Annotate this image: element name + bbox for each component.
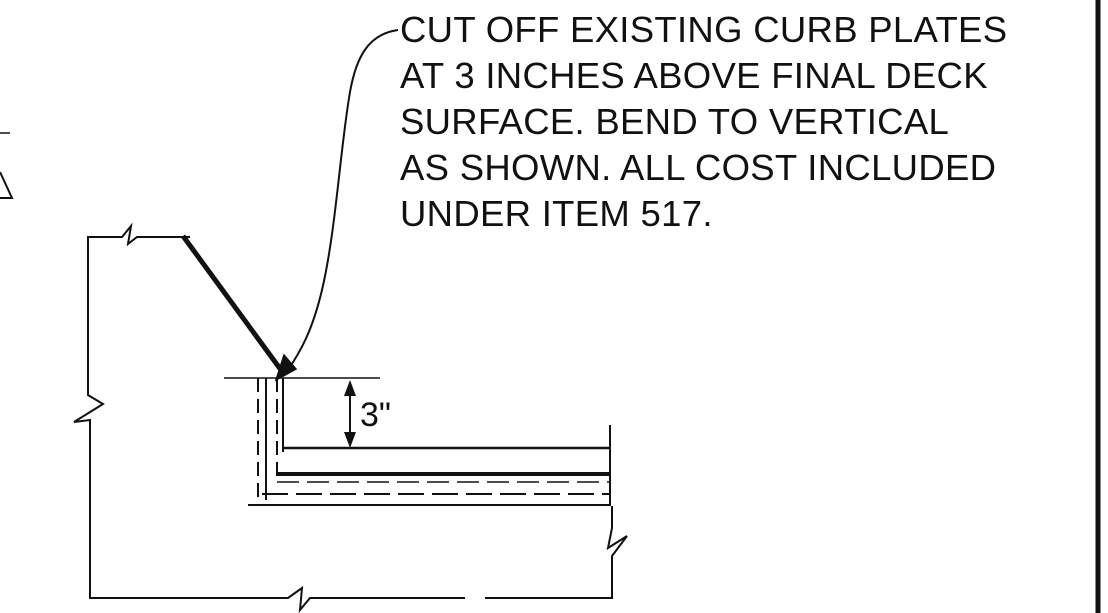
sloped-curb-plate xyxy=(180,234,284,372)
curb-break-left xyxy=(73,380,465,613)
note-line-2: AT 3 INCHES ABOVE FINAL DECK xyxy=(400,55,988,96)
curb-outline-top xyxy=(87,222,190,380)
note-line-1: CUT OFF EXISTING CURB PLATES xyxy=(400,9,1007,50)
section-marker-fragment xyxy=(0,171,14,199)
note-line-5: UNDER ITEM 517. xyxy=(400,193,713,234)
dimension-arrow-top xyxy=(344,380,356,396)
curb-outline-bottom-right xyxy=(485,506,628,599)
dimension-label: 3" xyxy=(360,396,391,434)
note-line-3: SURFACE. BEND TO VERTICAL xyxy=(400,101,948,142)
leader-line xyxy=(287,29,399,371)
note-text: CUT OFF EXISTING CURB PLATES AT 3 INCHES… xyxy=(400,9,1018,234)
note-line-4: AS SHOWN. ALL COST INCLUDED xyxy=(400,147,996,188)
dimension-arrow-bottom xyxy=(344,432,356,448)
